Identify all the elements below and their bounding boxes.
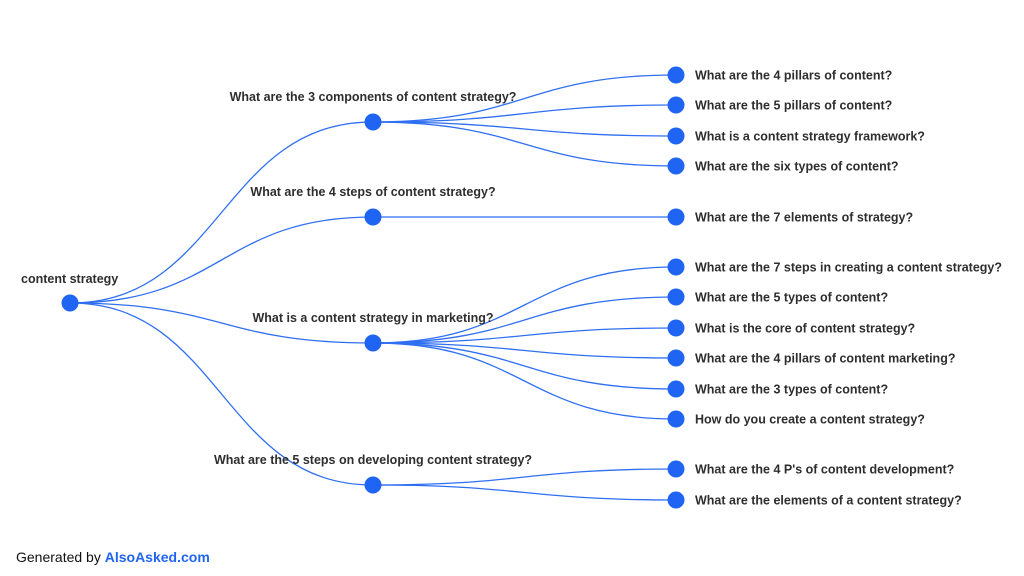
leaf-node[interactable] bbox=[667, 208, 685, 226]
branch-edge bbox=[69, 302, 374, 486]
branch-label: What are the 5 steps on developing conte… bbox=[214, 453, 532, 467]
branch-node[interactable] bbox=[364, 476, 382, 494]
leaf-edge bbox=[372, 74, 677, 123]
leaf-label: What are the 7 steps in creating a conte… bbox=[695, 261, 1002, 275]
leaf-node[interactable] bbox=[667, 258, 685, 276]
branch-edge bbox=[69, 302, 374, 344]
leaf-label: What are the 4 P's of content developmen… bbox=[695, 463, 954, 477]
leaf-label: How do you create a content strategy? bbox=[695, 413, 925, 427]
footer-prefix: Generated by bbox=[16, 549, 105, 565]
leaf-node[interactable] bbox=[667, 66, 685, 84]
leaf-node[interactable] bbox=[667, 349, 685, 367]
leaf-label: What are the 4 pillars of content market… bbox=[695, 352, 955, 366]
leaf-node[interactable] bbox=[667, 319, 685, 337]
leaf-label: What are the 3 types of content? bbox=[695, 383, 888, 397]
leaf-edge bbox=[372, 121, 677, 137]
branch-node[interactable] bbox=[364, 113, 382, 131]
leaf-edge bbox=[372, 327, 677, 344]
leaf-node[interactable] bbox=[667, 460, 685, 478]
root-node[interactable] bbox=[61, 294, 79, 312]
brand-link[interactable]: AlsoAsked.com bbox=[104, 549, 210, 565]
root-label: content strategy bbox=[21, 272, 118, 286]
footer-credit: Generated by AlsoAsked.com bbox=[16, 549, 210, 565]
leaf-edge bbox=[372, 342, 677, 359]
branch-edge bbox=[69, 216, 374, 304]
leaf-node[interactable] bbox=[667, 410, 685, 428]
leaf-label: What are the 7 elements of strategy? bbox=[695, 211, 913, 225]
leaf-node[interactable] bbox=[667, 491, 685, 509]
leaf-edge bbox=[372, 121, 677, 167]
leaf-edge bbox=[372, 484, 677, 501]
leaf-label: What is a content strategy framework? bbox=[695, 130, 925, 144]
leaf-node[interactable] bbox=[667, 96, 685, 114]
leaf-label: What are the 5 types of content? bbox=[695, 291, 888, 305]
leaf-edge bbox=[372, 342, 677, 420]
leaf-node[interactable] bbox=[667, 157, 685, 175]
leaf-edge bbox=[372, 296, 677, 344]
leaf-edge bbox=[372, 342, 677, 390]
branch-label: What are the 4 steps of content strategy… bbox=[250, 185, 495, 199]
nodes bbox=[61, 66, 685, 509]
branch-edge bbox=[69, 121, 374, 304]
labels: content strategy What are the 3 component… bbox=[21, 69, 1002, 508]
branch-label: What is a content strategy in marketing? bbox=[252, 311, 493, 325]
leaf-edge bbox=[372, 104, 677, 123]
branch-node[interactable] bbox=[364, 208, 382, 226]
leaf-node[interactable] bbox=[667, 127, 685, 145]
branch-node[interactable] bbox=[364, 334, 382, 352]
leaf-node[interactable] bbox=[667, 380, 685, 398]
leaf-edge bbox=[372, 266, 677, 344]
leaf-label: What is the core of content strategy? bbox=[695, 322, 915, 336]
leaf-label: What are the six types of content? bbox=[695, 160, 899, 174]
edges bbox=[69, 74, 677, 501]
leaf-label: What are the 4 pillars of content? bbox=[695, 69, 892, 83]
leaf-edge bbox=[372, 468, 677, 486]
leaf-label: What are the 5 pillars of content? bbox=[695, 99, 892, 113]
branch-label: What are the 3 components of content str… bbox=[230, 90, 517, 104]
leaf-label: What are the elements of a content strat… bbox=[695, 494, 962, 508]
leaf-node[interactable] bbox=[667, 288, 685, 306]
